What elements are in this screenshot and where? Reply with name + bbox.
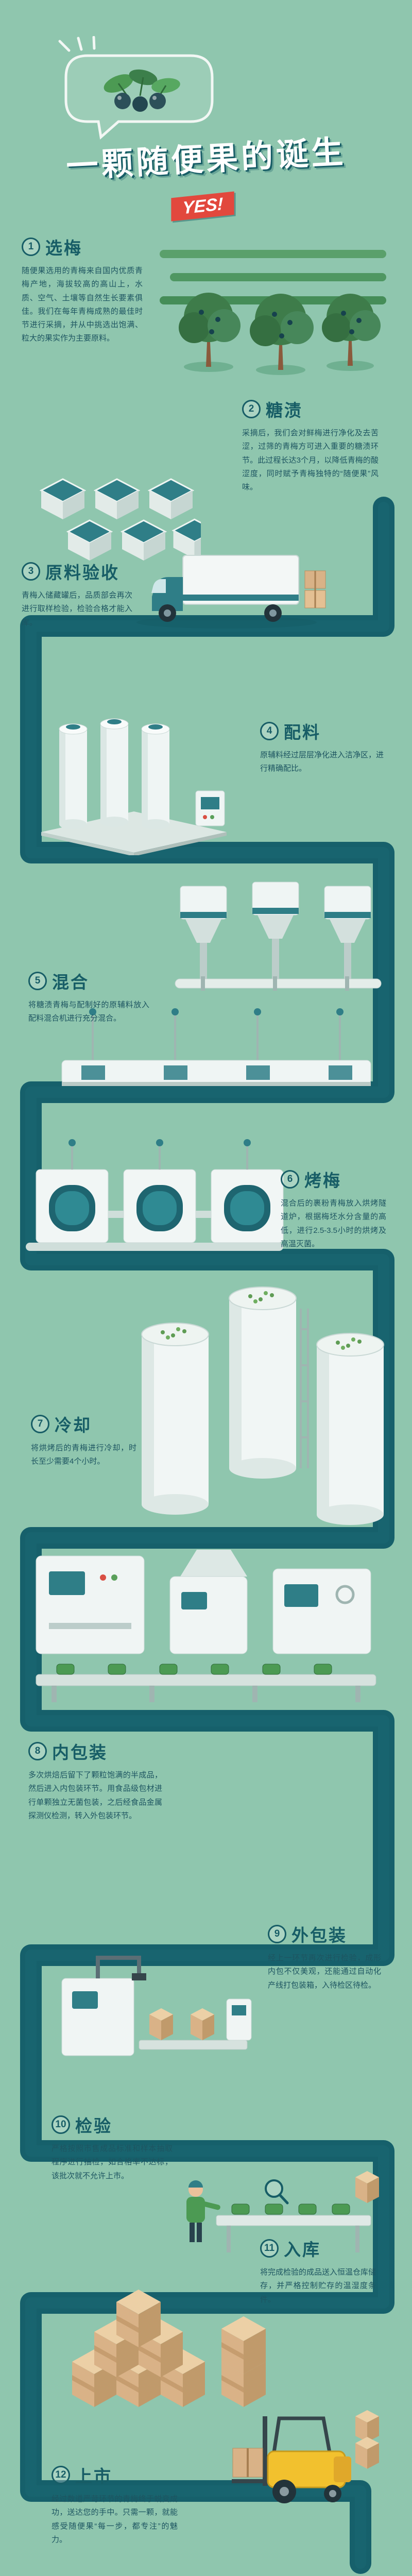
step-title: 冷却	[55, 1416, 92, 1435]
step-title: 烤梅	[304, 1171, 341, 1190]
machine-row-illustration	[52, 999, 381, 1097]
step-9: 9 外包装 经上一环节再次进行检验，成形内包不仅美观，还能通过自动化产线打包装箱…	[268, 1922, 381, 1992]
step-number: 12	[52, 2466, 70, 2484]
step-description: 青梅入储藏罐后，品质部会再次进行取样检验，检验合格才能入库。	[22, 591, 132, 627]
step-number: 4	[260, 722, 279, 740]
step-4: 4 配料 原辅料经过层层净化进入洁净区，进行精确配比。	[260, 719, 384, 776]
forklift-illustration	[216, 2396, 397, 2509]
step-number: 9	[268, 1925, 286, 1943]
step-number: 10	[52, 2115, 70, 2134]
step-11: 11 入库 将完成检验的成品送入恒温仓库储存，并严格控制贮存的温湿度条件。	[260, 2236, 376, 2307]
step-title: 糖渍	[266, 401, 303, 420]
step-number: 3	[22, 562, 40, 581]
step-number: 7	[31, 1415, 49, 1433]
step-number: 2	[242, 400, 261, 418]
step-title: 选梅	[45, 239, 82, 258]
step-description: 混合后的裹粉青梅放入烘烤隧道炉，根据梅坯水分含量的高低，进行2.5-3.5小时的…	[281, 1199, 386, 1248]
step-1: 1 选梅 随便果选用的青梅来自国内优质青梅产地，海拔较高的高山上，水质、空气、土…	[22, 234, 143, 346]
mixer-illustration	[165, 871, 391, 1005]
inner-packaging-illustration	[21, 1520, 391, 1726]
step-number: 1	[22, 238, 40, 256]
step-number: 5	[28, 972, 47, 990]
step-description: 将烘烤后的青梅进行冷却，时长至少需要4个小时。	[31, 1444, 136, 1466]
step-6: 6 烤梅 混合后的裹粉青梅放入烘烤隧道炉，根据梅坯水分含量的高低，进行2.5-3…	[281, 1167, 386, 1251]
step-8: 8 内包装 多次烘焙后留下了颗粒饱满的半成品，然后进入内包装环节。用食品级包材进…	[28, 1739, 162, 1823]
step-number: 11	[260, 2239, 279, 2258]
step-number: 8	[28, 1742, 47, 1760]
silos-illustration	[31, 685, 237, 855]
step-10: 10 检验 严格按照市售成品标准和样本抽取程序进行抽检，如合格率不达标，该批次就…	[52, 2112, 173, 2183]
step-title: 检验	[75, 2116, 112, 2136]
outer-packaging-illustration	[46, 1937, 263, 2081]
step-description: 多次烘焙后留下了颗粒饱满的半成品，然后进入内包装环节。用食品级包材进行单颗独立无…	[28, 1771, 162, 1820]
inspection-illustration	[160, 2128, 391, 2272]
step-title: 原料验收	[45, 563, 119, 582]
step-title: 配料	[284, 723, 321, 742]
step-3: 3 原料验收 青梅入储藏罐后，品质部会再次进行取样检验，检验合格才能入库。	[22, 559, 132, 630]
step-description: 采摘后，我们会对鲜梅进行净化及去苦涩，过筛的青梅方可进入重要的糖渍环节。此过程长…	[242, 429, 379, 492]
step-title: 内包装	[52, 1743, 108, 1762]
step-description: 原辅料经过层层净化进入洁净区，进行精确配比。	[260, 751, 384, 773]
step-description: 将完成检验的成品送入恒温仓库储存，并严格控制贮存的温湿度条件。	[260, 2268, 376, 2304]
step-title: 上市	[75, 2467, 112, 2486]
truck-illustration	[124, 541, 330, 636]
step-description: 严格按照市售成品标准和样本抽取程序进行抽检，如合格率不达标，该批次就不允许上市。	[52, 2144, 173, 2180]
step-2: 2 糖渍 采摘后，我们会对鲜梅进行净化及去苦涩，过筛的青梅方可进入重要的糖渍环节…	[242, 397, 379, 494]
cooling-tanks-illustration	[129, 1252, 397, 1540]
step-description: 随便果选用的青梅来自国内优质青梅产地，海拔较高的高山上，水质、空气、土壤等自然生…	[22, 266, 143, 343]
orchard-illustration	[149, 222, 397, 386]
step-description: 经过数道严苛环节的青梅终于蜕变成功，送达您的手中。只需一颗，就能感受随便果“每一…	[52, 2495, 178, 2544]
oven-illustration	[21, 1108, 288, 1262]
step-number: 6	[281, 1170, 299, 1189]
step-12: 12 上市 经过数道严苛环节的青梅终于蜕变成功，送达您的手中。只需一颗，就能感受…	[52, 2463, 178, 2547]
speech-bubble-illustration	[52, 36, 227, 147]
step-title: 混合	[52, 973, 89, 992]
step-7: 7 冷却 将烘烤后的青梅进行冷却，时长至少需要4个小时。	[31, 1412, 136, 1469]
step-5: 5 混合 将糖渍青梅与配制好的原辅料放入配料混合机进行充分混合。	[28, 969, 149, 1026]
step-title: 外包装	[291, 1926, 347, 1945]
step-description: 将糖渍青梅与配制好的原辅料放入配料混合机进行充分混合。	[28, 1001, 149, 1023]
step-title: 入库	[284, 2240, 321, 2259]
step-description: 经上一环节再次进行检验，成形内包不仅美观，还能通过自动化产线打包装箱，入待检区待…	[268, 1954, 381, 1990]
